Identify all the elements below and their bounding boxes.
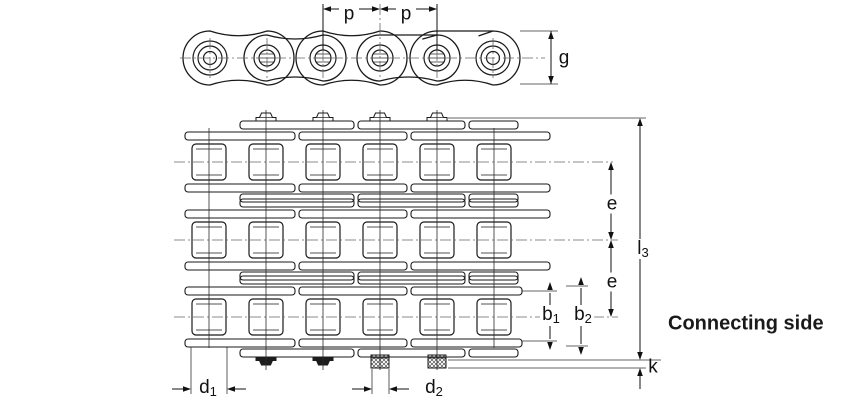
dimension-d2 — [352, 369, 409, 394]
dimension-k — [448, 359, 661, 389]
label-d1: d1 — [197, 377, 219, 399]
dimension-d1 — [172, 347, 246, 394]
label-pitch-1: p — [343, 3, 355, 25]
dimension-g — [520, 30, 558, 85]
dimension-b1 — [522, 282, 557, 350]
dimension-l3 — [448, 117, 646, 360]
dimension-e — [608, 162, 614, 317]
label-b1: b1 — [540, 304, 562, 326]
plan-view — [174, 110, 618, 370]
label-k: k — [648, 356, 658, 378]
label-pitch-2: p — [400, 3, 412, 25]
label-e-upper: e — [604, 193, 620, 215]
label-e-lower: e — [604, 271, 620, 293]
side-view — [180, 4, 545, 86]
connecting-side-note: Connecting side — [668, 312, 824, 335]
dimension-b2 — [566, 277, 588, 355]
label-g: g — [558, 47, 570, 69]
label-l3: l3 — [635, 238, 651, 260]
dimension-pitch — [322, 4, 438, 50]
label-d2: d2 — [425, 377, 443, 399]
label-b2: b2 — [572, 304, 594, 326]
